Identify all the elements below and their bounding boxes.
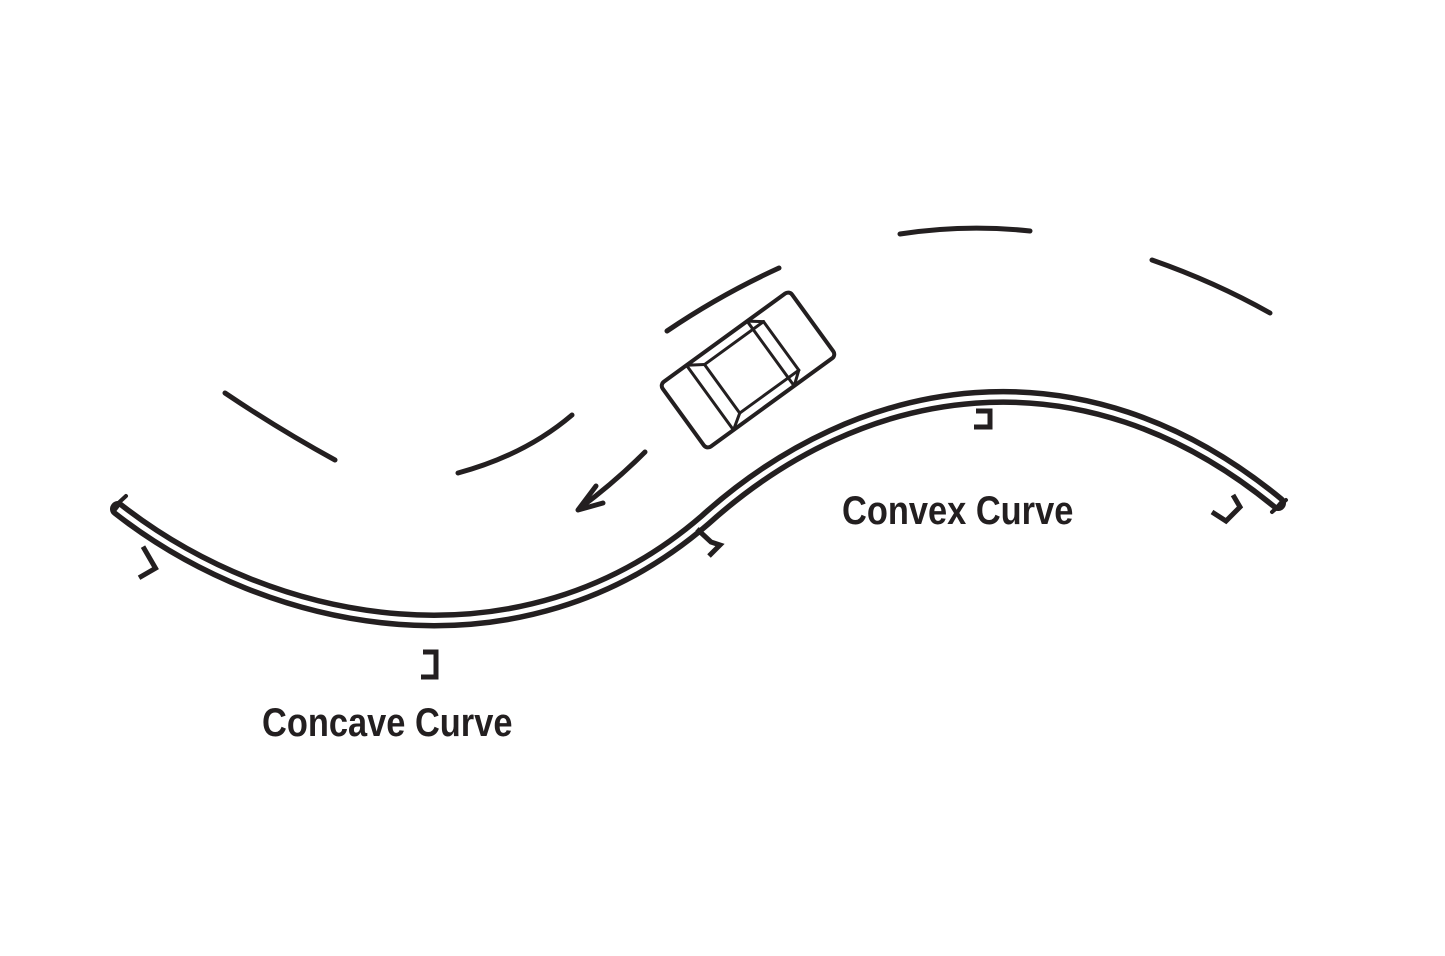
lane-dash-5 bbox=[1149, 257, 1273, 316]
guard-rail-cap-right bbox=[1270, 498, 1288, 514]
direction-arrowhead bbox=[575, 483, 606, 513]
guard-rail-inner bbox=[116, 394, 1280, 623]
guard-rail-cap-left bbox=[111, 494, 128, 510]
lane-dash-3 bbox=[664, 265, 782, 334]
convex-curve-label: Convex Curve bbox=[842, 489, 1074, 533]
rail-post-5 bbox=[1210, 493, 1244, 525]
car-icon bbox=[659, 290, 837, 450]
lane-dash-2 bbox=[455, 412, 575, 476]
rail-post-1 bbox=[137, 545, 159, 580]
rail-post-4 bbox=[974, 408, 993, 430]
direction-arrow-icon bbox=[577, 449, 648, 511]
concave-curve-label: Concave Curve bbox=[262, 701, 513, 745]
rail-post-3 bbox=[695, 527, 725, 558]
rail-post-2 bbox=[421, 649, 439, 680]
guard-rail-outer bbox=[110, 388, 1286, 629]
lane-dash-4 bbox=[897, 225, 1033, 237]
lane-dash-1 bbox=[222, 390, 338, 463]
